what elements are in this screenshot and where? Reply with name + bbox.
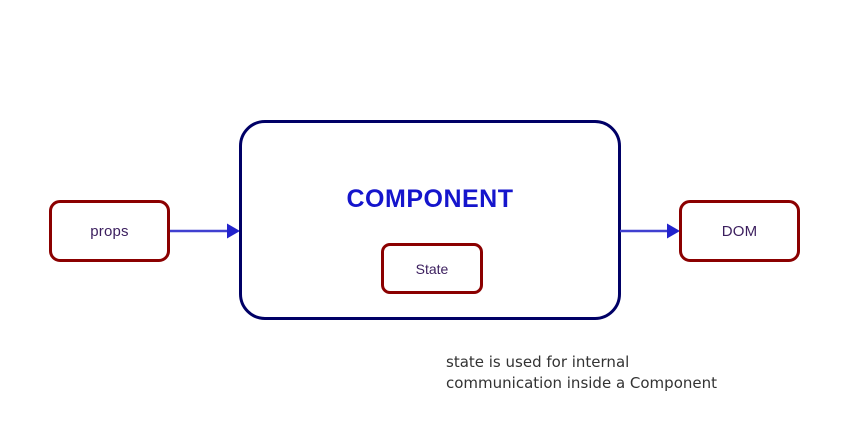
node-state[interactable]: State — [381, 243, 483, 294]
arrow-component-to-dom — [620, 223, 680, 239]
node-props[interactable]: props — [49, 200, 170, 262]
arrow-props-to-component — [170, 223, 240, 239]
node-dom-label: DOM — [721, 222, 758, 240]
node-component[interactable]: COMPONENT State — [239, 120, 621, 320]
diagram-caption: state is used for internal communication… — [446, 353, 717, 392]
node-dom[interactable]: DOM — [679, 200, 800, 262]
component-title: COMPONENT — [346, 185, 514, 213]
node-state-label: State — [415, 260, 449, 277]
node-props-label: props — [90, 222, 129, 240]
